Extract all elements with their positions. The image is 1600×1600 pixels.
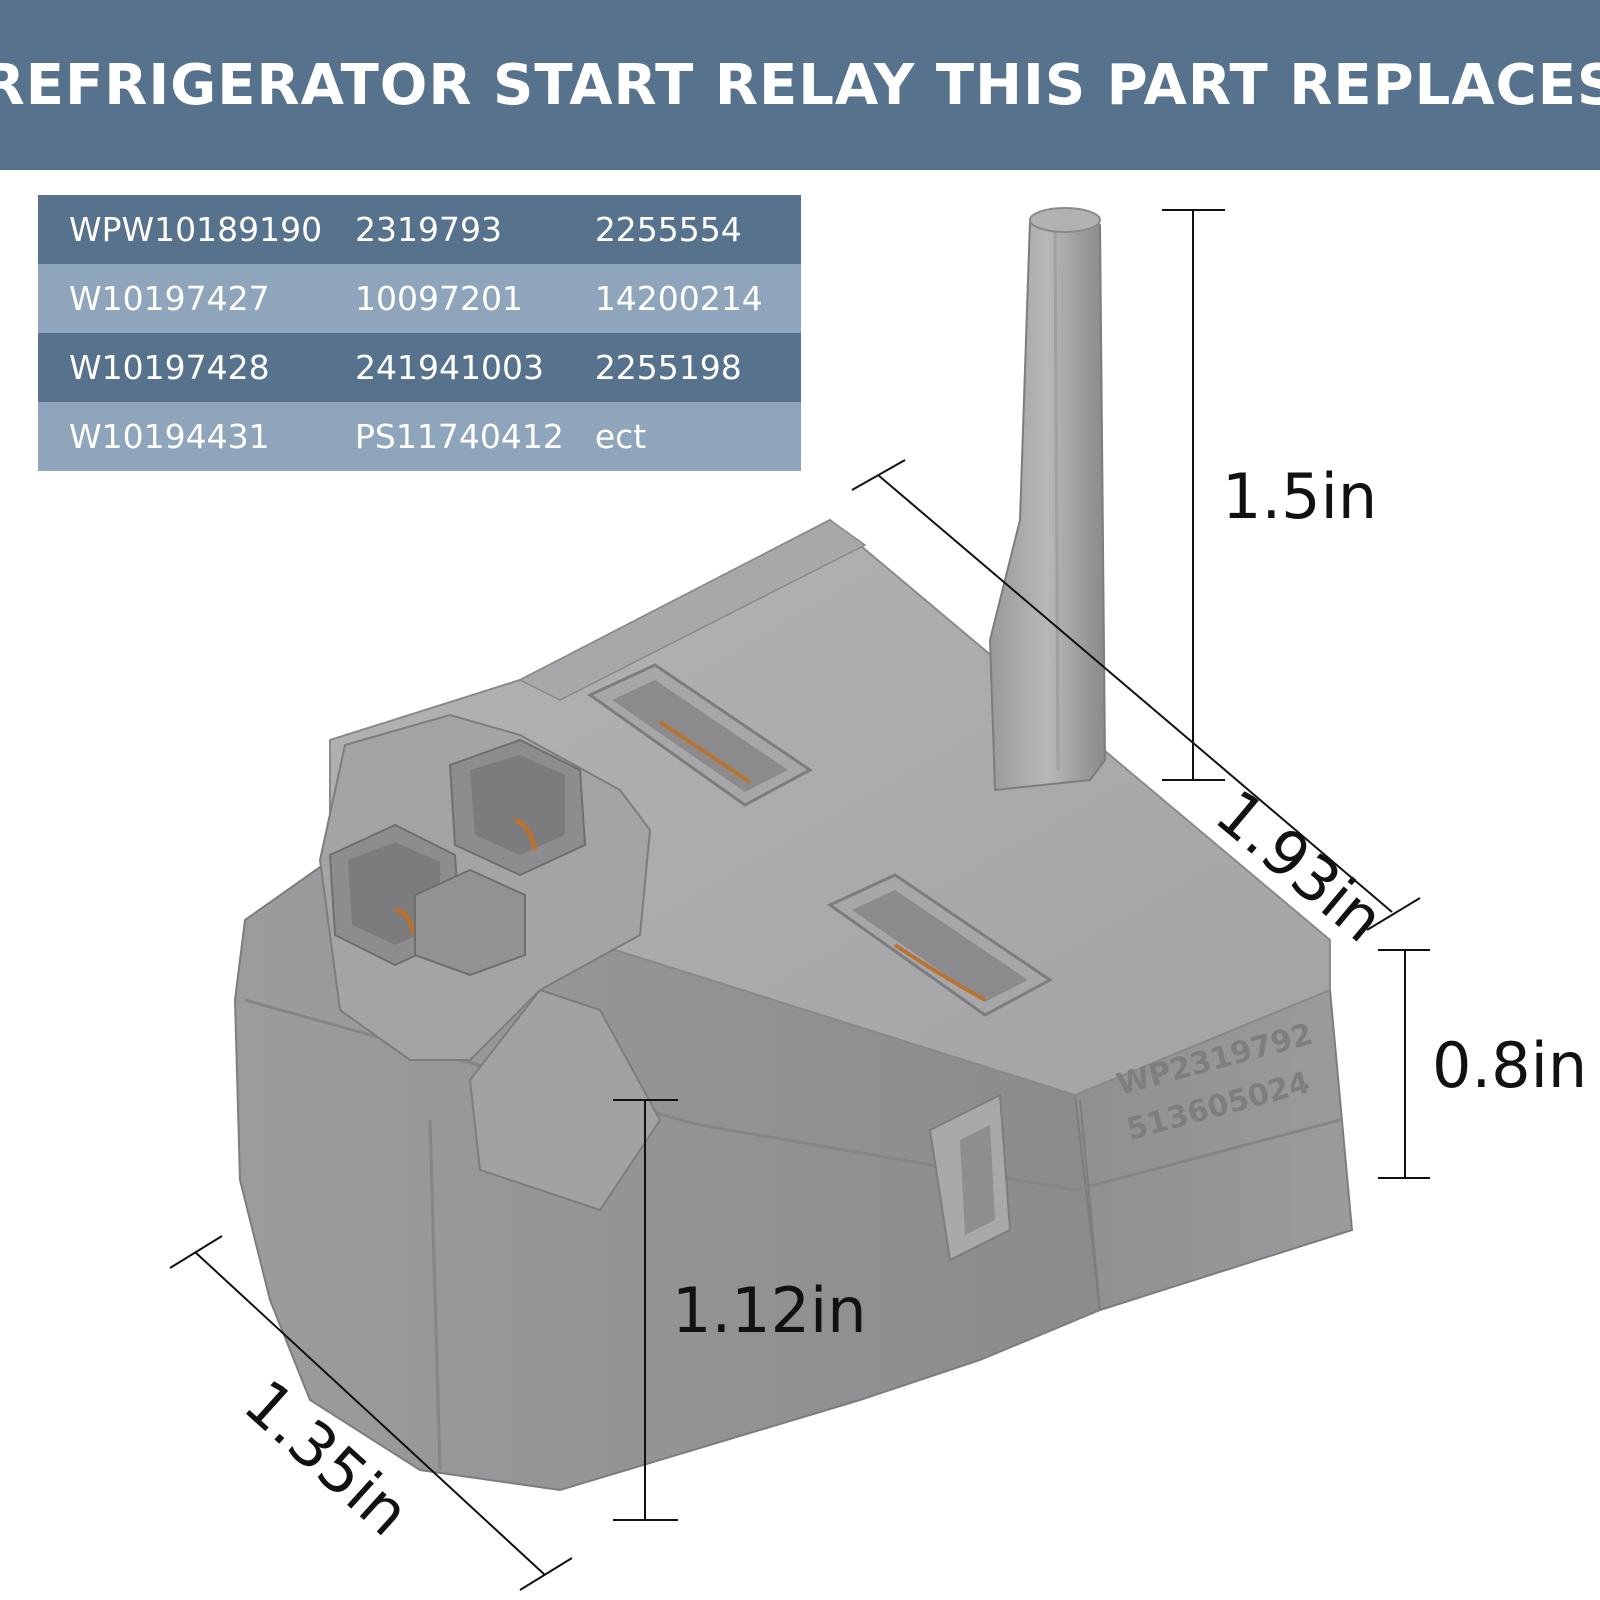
part-number: 2255554 [563,195,801,264]
part-number: W10197427 [38,264,324,333]
mounting-pin [988,207,1107,792]
part-number: PS11740412 [324,402,564,471]
part-number: W10197428 [38,333,324,402]
table-row: W10197427 10097201 14200214 [38,264,801,333]
page-title: REFRIGERATOR START RELAY THIS PART REPLA… [0,52,1600,118]
terminal-slot-upper [587,663,813,807]
terminal-slot-lower [827,873,1053,1017]
part-number: W10194431 [38,402,324,471]
part-number: WPW10189190 [38,195,324,264]
part-ellipsis: ect [563,402,801,471]
part-number: 2255198 [563,333,801,402]
dimension-depth-label: 0.8in [1432,1029,1588,1102]
dimension-height-label: 1.5in [1222,460,1378,533]
replacement-parts-table: WPW10189190 2319793 2255554 W10197427 10… [38,195,801,471]
header-banner: REFRIGERATOR START RELAY THIS PART REPLA… [0,0,1600,170]
part-number: 14200214 [563,264,801,333]
part-number: 2319793 [324,195,564,264]
part-number: 10097201 [324,264,564,333]
dimension-lines [169,209,1430,1591]
connector-housing [318,713,652,1061]
table-row: W10197428 241941003 2255198 [38,333,801,402]
dimension-body-height-label: 1.12in [672,1274,867,1347]
table-row: WPW10189190 2319793 2255554 [38,195,801,264]
table-row: W10194431 PS11740412 ect [38,402,801,471]
part-number: 241941003 [324,333,564,402]
